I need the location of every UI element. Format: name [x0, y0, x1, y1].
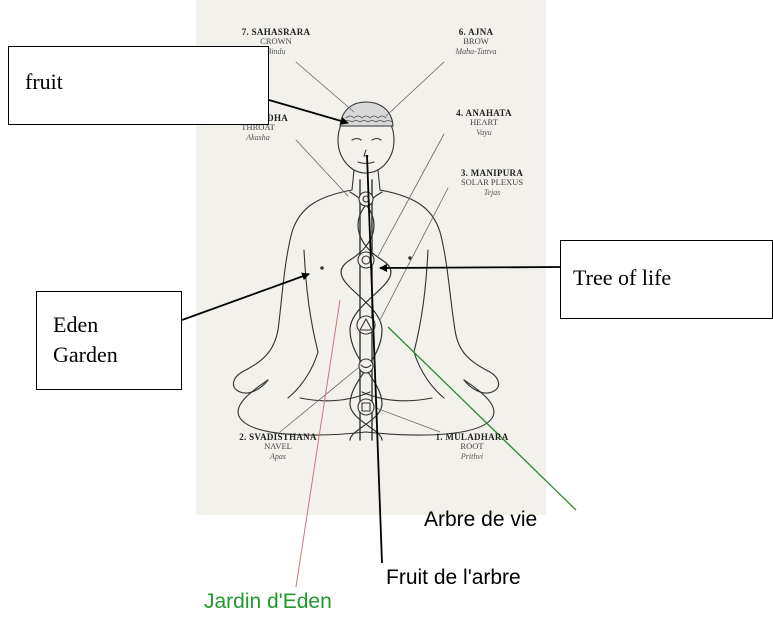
- chakra-element: Apas: [218, 452, 338, 461]
- tree-of-life-label: Tree of life: [573, 265, 671, 290]
- tree-of-life-box: Tree of life: [560, 240, 773, 319]
- fruit-de-larbre-line: [367, 155, 382, 563]
- fruit-de-larbre-caption: Fruit de l'arbre: [386, 566, 521, 590]
- chakra-label-manipura: 3. MANIPURA SOLAR PLEXUS Tejas: [440, 168, 544, 197]
- fruit-box-label: fruit: [25, 69, 63, 94]
- chakra-label-muladhara: 1. MULADHARA ROOT Prithvi: [414, 432, 530, 461]
- chakra-element: Vayu: [434, 128, 534, 137]
- eden-garden-line2: Garden: [53, 340, 181, 370]
- chakra-element: Akasha: [208, 133, 308, 142]
- arbre-de-vie-caption: Arbre de vie: [424, 508, 537, 532]
- root-chakra-circle: [358, 399, 374, 415]
- eden-garden-box: Eden Garden: [36, 291, 182, 390]
- eden-arrow: [182, 274, 309, 320]
- chakra-element: Prithvi: [414, 452, 530, 461]
- chakra-english: SOLAR PLEXUS: [440, 178, 544, 188]
- chakra-english: ROOT: [414, 442, 530, 452]
- chakra-element: Maha-Tattva: [426, 47, 526, 56]
- arbre-de-vie-line: [388, 327, 576, 510]
- chakra-english: HEART: [434, 118, 534, 128]
- chakra-label-ajna: 6. AJNA BROW Maha-Tattva: [426, 27, 526, 56]
- jardin-deden-caption: Jardin d'Eden: [204, 590, 332, 614]
- fruit-box: fruit: [8, 46, 269, 125]
- chakra-label-svadisthana: 2. SVADISTHANA NAVEL Apas: [218, 432, 338, 461]
- chakra-english: NAVEL: [218, 442, 338, 452]
- throat-chakra-circle: [359, 192, 373, 206]
- chakra-element: Tejas: [440, 188, 544, 197]
- chakra-english: BROW: [426, 37, 526, 47]
- tree-of-life-arrow: [380, 267, 560, 268]
- navel-chakra-circle: [359, 359, 373, 373]
- chakra-label-anahata: 4. ANAHATA HEART Vayu: [434, 108, 534, 137]
- eden-garden-line1: Eden: [53, 310, 181, 340]
